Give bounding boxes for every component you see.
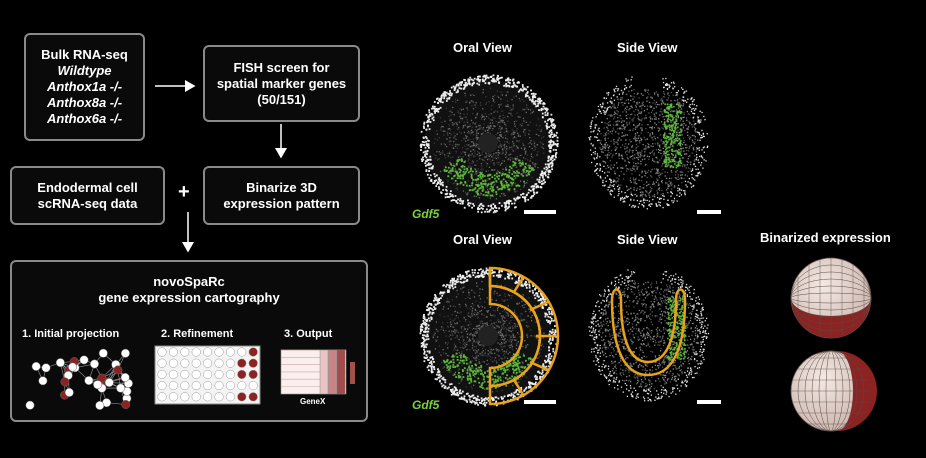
binarized-sphere-top (790, 257, 872, 339)
fish-line-2: spatial marker genes (216, 75, 347, 91)
bottom-side-view-title: Side View (617, 232, 678, 247)
scale-bar-bottom-side (697, 400, 721, 404)
plus-sign: + (178, 181, 190, 203)
genotype-wildtype: Wildtype (57, 63, 112, 78)
endo-line-2: scRNA-seq data (37, 195, 138, 211)
step-output: 3. Output (284, 328, 333, 340)
side-orange-overlay (610, 288, 687, 377)
binarized-expression-title: Binarized expression (760, 230, 891, 245)
fish-line-3: (50/151) (257, 91, 306, 107)
scale-bar-bottom-oral (524, 400, 556, 404)
gene-label-gdf5-top: Gdf5 (412, 207, 440, 221)
bulk-rnaseq-box: Bulk RNA-seq Wildtype Anthox1a -/- Antho… (24, 33, 145, 141)
genotype-anthox8a: Anthox8a -/- (46, 95, 123, 110)
top-side-view-title: Side View (617, 40, 678, 55)
binarize-box: Binarize 3D expression pattern (203, 166, 360, 225)
bottom-side-view-image (588, 269, 710, 402)
bottom-oral-view-title: Oral View (453, 232, 513, 247)
binarize-line-2: expression pattern (223, 195, 340, 211)
fish-line-1: FISH screen for (233, 59, 330, 75)
top-oral-view-image (419, 74, 559, 214)
step-initial-projection: 1. Initial projection (22, 328, 120, 340)
novosparc-subtitle: gene expression cartography (98, 290, 280, 305)
endodermal-scrnaseq-box: Endodermal cell scRNA-seq data (10, 166, 165, 225)
scale-bar-top-side (697, 210, 721, 214)
binarized-sphere-bottom (790, 350, 877, 432)
top-side-view-image (588, 76, 709, 210)
novosparc-title: novoSpaRc (153, 274, 225, 289)
bottom-oral-view-image (419, 267, 558, 407)
endo-line-1: Endodermal cell (37, 179, 138, 195)
scale-bar-top-oral (524, 210, 556, 214)
bulk-rnaseq-title: Bulk RNA-seq (41, 47, 128, 62)
oral-orange-overlay (488, 266, 560, 406)
refinement-cells (157, 347, 258, 402)
step-refinement: 2. Refinement (161, 328, 234, 340)
output-matrix (280, 349, 347, 395)
gene-label-gdf5-bottom: Gdf5 (412, 398, 440, 412)
genotype-anthox6a: Anthox6a -/- (46, 111, 123, 126)
initial-projection-graph (25, 348, 133, 410)
binarize-line-1: Binarize 3D (246, 179, 317, 195)
genotype-anthox1a: Anthox1a -/- (46, 79, 123, 94)
output-colorbar (350, 362, 355, 384)
output-gene-label: GeneX (300, 397, 326, 406)
fish-screen-box: FISH screen for spatial marker genes (50… (203, 45, 360, 122)
top-oral-view-title: Oral View (453, 40, 513, 55)
